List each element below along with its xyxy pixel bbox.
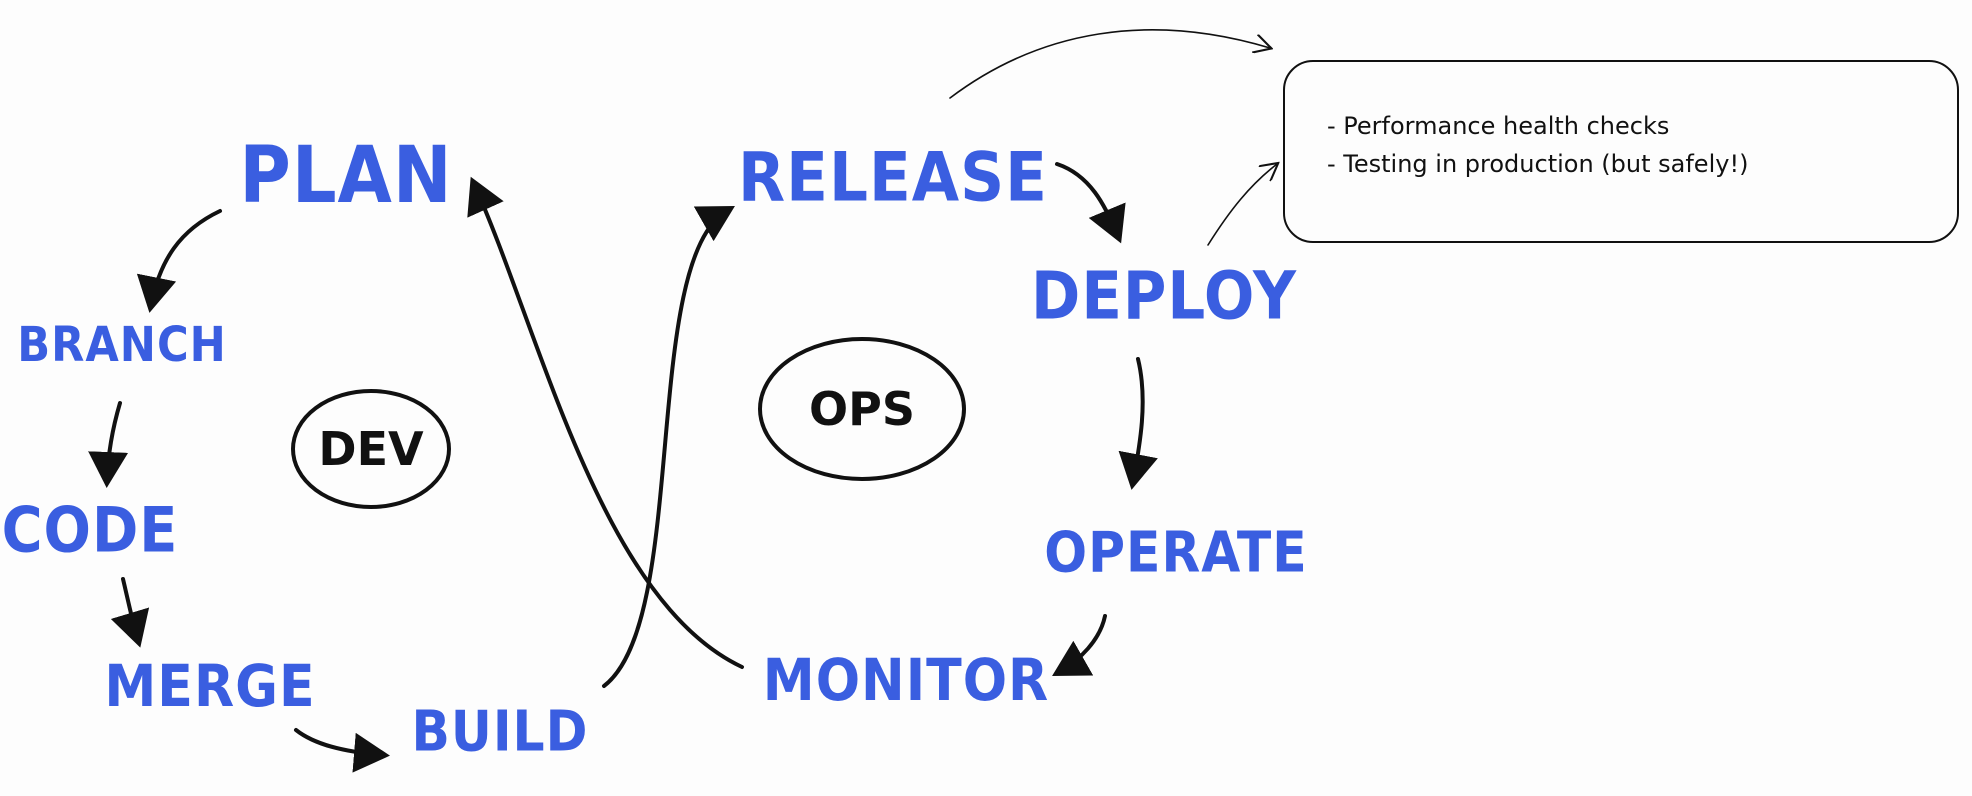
stage-deploy: DEPLOY [1031,257,1297,335]
arrow-monitor-to-plan [467,176,744,669]
stage-code: CODE [1,493,179,567]
stage-release: RELEASE [738,138,1048,218]
ops-circle [758,337,966,481]
arrow-to-note-bottom [1207,164,1277,246]
stage-build: BUILD [411,699,589,765]
arrow-branch-to-code [88,401,129,488]
stage-branch: BRANCH [17,317,227,373]
arrow-release-to-deploy [1055,162,1126,244]
arrow-to-note-top [949,29,1270,99]
stage-plan: PLAN [239,131,453,221]
stage-monitor: MONITOR [762,646,1050,714]
note-line: - Testing in production (but safely!) [1327,150,1749,178]
arrow-deploy-to-operate [1118,357,1158,490]
arrow-operate-to-monitor [1052,614,1107,676]
ops-label: OPS [809,382,915,436]
dev-circle [291,389,451,509]
stage-merge: MERGE [104,652,316,720]
arrow-build-to-release [602,206,735,688]
note-line: - Performance health checks [1327,112,1670,140]
note-box: - Performance health checks - Testing in… [1283,60,1959,243]
stage-operate: OPERATE [1044,520,1308,586]
arrow-merge-to-build [294,728,390,773]
arrow-code-to-merge [110,577,150,648]
dev-label: DEV [318,422,424,476]
arrow-plan-to-branch [136,209,222,313]
